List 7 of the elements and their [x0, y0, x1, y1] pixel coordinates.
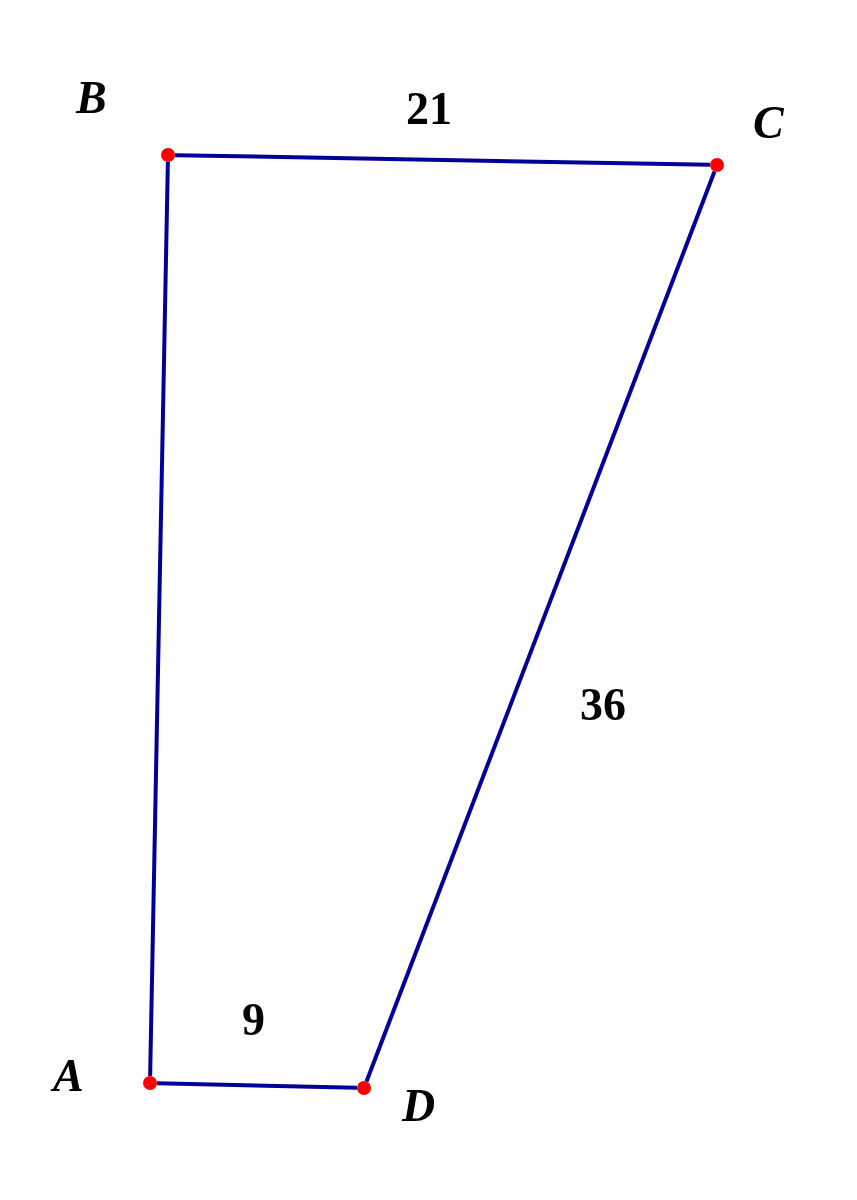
- line-segment: [156, 1081, 358, 1090]
- line-segment: [174, 153, 711, 167]
- line-segment: [364, 170, 717, 1083]
- vertex-label: C: [753, 100, 784, 146]
- line-segment: [148, 161, 170, 1077]
- vertex-label: B: [76, 75, 107, 121]
- vertex-label: D: [402, 1083, 436, 1129]
